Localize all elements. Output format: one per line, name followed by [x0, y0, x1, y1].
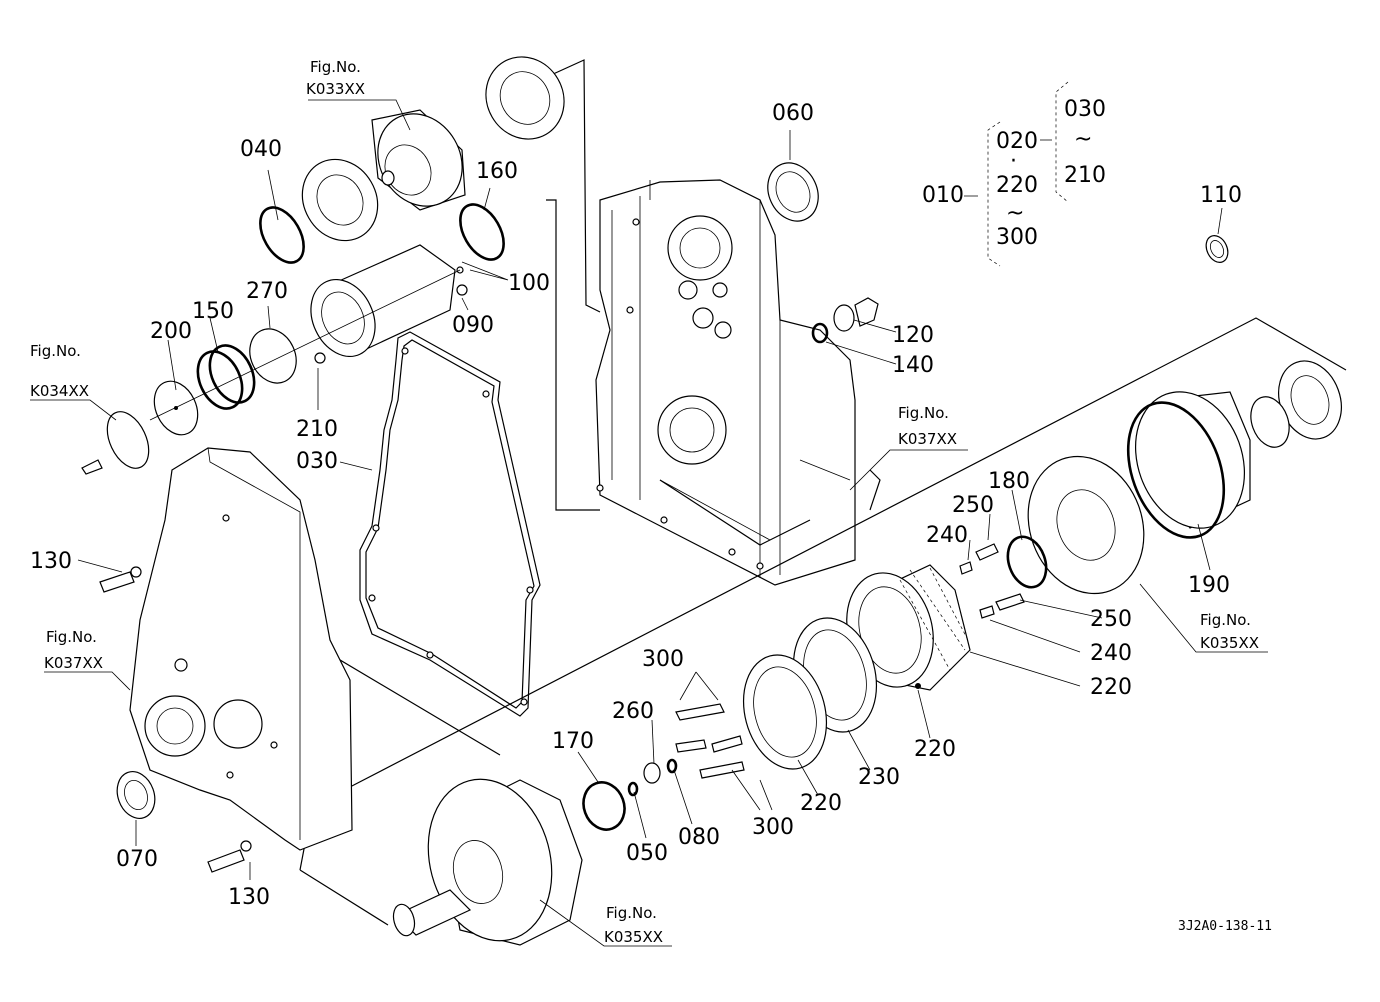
assembly-brackets [987, 81, 1069, 267]
seal-110 [1205, 235, 1229, 263]
callout-220a: 220 [1090, 675, 1132, 700]
diagram-code: 3J2A0-138-11 [1178, 919, 1272, 934]
callout-070: 070 [116, 847, 158, 872]
callout-200: 200 [150, 319, 192, 344]
callout-300b: 300 [752, 815, 794, 840]
callout-250b: 250 [1090, 607, 1132, 632]
callout-080: 080 [678, 825, 720, 850]
top-gear-shaft-assembly [81, 56, 565, 475]
tree-sub-end: 210 [1064, 163, 1106, 188]
fig-label-k034: Fig.No. [30, 342, 81, 360]
callout-030: 030 [296, 449, 338, 474]
fig-label-k035-right: Fig.No. [1200, 611, 1251, 629]
assembly-tree: 010 020 · 220 ~ 300 030 ~ 210 [922, 97, 1106, 250]
callout-230: 230 [858, 765, 900, 790]
leader-lines [30, 99, 1268, 947]
callout-050: 050 [626, 841, 668, 866]
callout-110: 110 [1200, 183, 1242, 208]
fig-ref-k037-left: K037XX [44, 654, 103, 672]
callout-260: 260 [612, 699, 654, 724]
springs-300 [675, 703, 745, 779]
callout-060: 060 [772, 101, 814, 126]
callout-220b: 220 [914, 737, 956, 762]
callout-130a: 130 [30, 549, 72, 574]
tree-group-b-end: 300 [996, 225, 1038, 250]
fig-ref-k035-right: K035XX [1200, 634, 1259, 652]
fig-label-k033: Fig.No. [310, 58, 361, 76]
fig-label-k035-bottom: Fig.No. [606, 904, 657, 922]
left-cover [129, 447, 353, 851]
callout-180: 180 [988, 469, 1030, 494]
tree-group-a: 020 [996, 129, 1038, 154]
callout-160: 160 [476, 159, 518, 184]
callout-250a: 250 [952, 493, 994, 518]
callout-210: 210 [296, 417, 338, 442]
fig-label-k037-center: Fig.No. [898, 404, 949, 422]
fig-label-k037-left: Fig.No. [46, 628, 97, 646]
transmission-housing [595, 179, 856, 586]
tree-root: 010 [922, 183, 964, 208]
callout-140: 140 [892, 353, 934, 378]
callout-190: 190 [1188, 573, 1230, 598]
callout-170: 170 [552, 729, 594, 754]
callout-220c: 220 [800, 791, 842, 816]
part-callouts: 040 160 100 090 270 150 200 210 030 130 … [30, 101, 1242, 910]
callout-240b: 240 [1090, 641, 1132, 666]
tree-tilde-b: ~ [1006, 201, 1024, 226]
seal-060 [767, 162, 819, 222]
callout-100: 100 [508, 271, 550, 296]
tree-dot: · [1010, 149, 1017, 174]
callout-120: 120 [892, 323, 934, 348]
fig-ref-k035-bottom: K035XX [604, 928, 663, 946]
tree-group-b-start: 220 [996, 173, 1038, 198]
small-parts-bottom [582, 758, 678, 831]
callout-240a: 240 [926, 523, 968, 548]
callout-090: 090 [452, 313, 494, 338]
reference-lines [299, 59, 1347, 926]
callout-130b: 130 [228, 885, 270, 910]
seal-070 [116, 771, 156, 819]
figure-references: Fig.No. K033XX Fig.No. K034XX Fig.No. K0… [30, 58, 1259, 946]
clutch-assembly-right [742, 360, 1342, 770]
tree-sub-start: 030 [1064, 97, 1106, 122]
callout-270: 270 [246, 279, 288, 304]
gasket-030 [359, 331, 541, 717]
callout-040: 040 [240, 137, 282, 162]
fig-ref-k034: K034XX [30, 382, 89, 400]
bottom-gear-shaft [392, 778, 583, 946]
callout-150: 150 [192, 299, 234, 324]
fig-ref-k033: K033XX [306, 80, 365, 98]
tree-tilde-sub: ~ [1074, 127, 1092, 152]
plug-120-140 [811, 297, 879, 344]
bolts-130 [99, 566, 252, 873]
callout-300a: 300 [642, 647, 684, 672]
fig-ref-k037-center: K037XX [898, 430, 957, 448]
